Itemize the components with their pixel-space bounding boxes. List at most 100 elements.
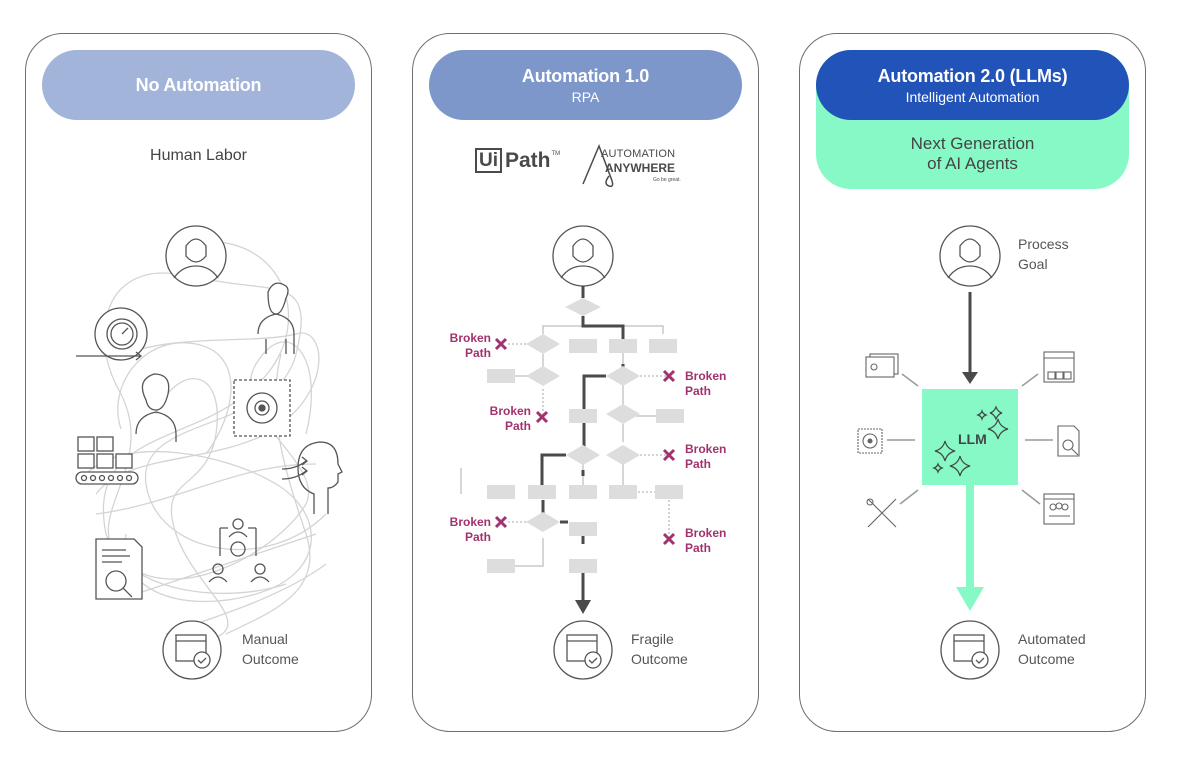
outcome-label: Automated Outcome bbox=[1018, 629, 1086, 669]
panel-title: Automation 1.0 bbox=[521, 65, 650, 86]
x-mark-icon bbox=[494, 515, 508, 529]
x-mark-icon bbox=[535, 410, 549, 424]
outcome-label-line2: Outcome bbox=[1018, 651, 1075, 667]
calendar-check-icon bbox=[162, 620, 222, 680]
gear-process-icon bbox=[233, 379, 291, 437]
goal-label: Process Goal bbox=[1018, 234, 1069, 274]
aa-logo-line2: ANYWHERE bbox=[605, 161, 676, 175]
tools-icon bbox=[866, 498, 897, 528]
header-no-automation: No Automation bbox=[42, 50, 355, 120]
sparkle-icons bbox=[932, 405, 1009, 477]
sparkle-icon bbox=[932, 462, 944, 474]
uipath-logo-box: Ui bbox=[475, 148, 502, 173]
tagline-line1: Next Generation bbox=[910, 134, 1035, 153]
broken-label-line1: Broken bbox=[449, 515, 491, 529]
outcome-label: Manual Outcome bbox=[242, 629, 299, 669]
gear-automation-icon bbox=[857, 428, 883, 454]
man-icon bbox=[257, 282, 295, 354]
person-circle-icon bbox=[165, 225, 227, 287]
panel-subtitle: RPA bbox=[571, 88, 600, 105]
arrow-head bbox=[575, 600, 591, 614]
team-approval-icon bbox=[208, 518, 270, 583]
process-node bbox=[569, 409, 597, 423]
tool-input-arrows bbox=[887, 373, 1053, 505]
broken-label-line1: Broken bbox=[489, 404, 531, 418]
tool-icons bbox=[857, 351, 1080, 528]
broken-label-line1: Broken bbox=[449, 331, 491, 345]
header-automation-2-title: Automation 2.0 (LLMs) Intelligent Automa… bbox=[816, 50, 1129, 120]
uipath-logo-text: Path bbox=[505, 148, 551, 172]
team-dashboard-icon bbox=[1043, 493, 1075, 525]
broken-path-markers bbox=[494, 337, 676, 546]
outcome-label-line1: Manual bbox=[242, 631, 288, 647]
head-decision-icon bbox=[281, 441, 343, 514]
uipath-logo: Ui Path TM bbox=[475, 148, 560, 173]
broken-label-line2: Path bbox=[464, 530, 491, 544]
process-node bbox=[609, 485, 637, 499]
aa-logo-line1: AUTOMATION bbox=[601, 148, 676, 160]
broken-label-line2: Path bbox=[685, 457, 712, 471]
goal-arrow-head bbox=[962, 372, 978, 384]
automation-anywhere-a-icon bbox=[582, 144, 614, 188]
decision-node bbox=[526, 366, 560, 386]
header-automation-2: Automation 2.0 (LLMs) Intelligent Automa… bbox=[816, 50, 1129, 189]
panel-description: Human Labor bbox=[150, 147, 247, 164]
uipath-logo-tm: TM bbox=[551, 151, 561, 157]
calendar-check-icon bbox=[940, 620, 1000, 680]
llm-agent-diagram bbox=[857, 225, 1080, 680]
panel-no-automation: No Automation Human Labor bbox=[25, 33, 372, 732]
next-gen-tagline: Next Generation of AI Agents bbox=[816, 134, 1129, 174]
llm-core-box bbox=[922, 389, 1018, 485]
broken-label-line1: Broken bbox=[685, 526, 727, 540]
llm-label: LLM bbox=[958, 431, 987, 447]
broken-label-line1: Broken bbox=[685, 369, 727, 383]
decision-nodes bbox=[526, 298, 640, 532]
tagline-line2: of AI Agents bbox=[927, 154, 1018, 173]
process-node bbox=[656, 409, 684, 423]
process-node bbox=[649, 339, 677, 353]
x-mark-icon bbox=[494, 337, 508, 351]
decision-node bbox=[566, 445, 600, 465]
panel-subtitle: Intelligent Automation bbox=[905, 88, 1040, 105]
header-automation-1: Automation 1.0 RPA bbox=[429, 50, 742, 120]
sparkle-icon bbox=[934, 440, 956, 462]
decision-node bbox=[526, 334, 560, 354]
panel-automation-2: Automation 2.0 (LLMs) Intelligent Automa… bbox=[799, 33, 1146, 732]
document-search-icon bbox=[1057, 425, 1080, 457]
x-mark-icon bbox=[662, 369, 676, 383]
web-page-icon bbox=[1043, 351, 1075, 383]
stopwatch-cycle-icon bbox=[76, 307, 148, 361]
process-node bbox=[528, 485, 556, 499]
x-mark-icon bbox=[662, 448, 676, 462]
x-mark-icon bbox=[662, 532, 676, 546]
success-path bbox=[540, 286, 625, 602]
sparkle-icon bbox=[987, 418, 1009, 440]
process-node bbox=[487, 485, 515, 499]
outcome-label: Fragile Outcome bbox=[631, 629, 688, 669]
decision-node bbox=[606, 404, 640, 424]
conveyor-boxes-icon bbox=[75, 436, 139, 485]
decision-node bbox=[526, 512, 560, 532]
rpa-flowchart bbox=[460, 225, 684, 680]
outcome-arrow-head bbox=[956, 587, 984, 611]
process-nodes bbox=[487, 339, 684, 573]
outcome-label-line2: Outcome bbox=[631, 651, 688, 667]
process-node bbox=[569, 339, 597, 353]
panel-automation-1: Automation 1.0 RPA Ui Path TM AUTOMATION… bbox=[412, 33, 759, 732]
person-circle-icon bbox=[939, 225, 1001, 287]
sparkle-icon bbox=[989, 405, 1003, 421]
process-node bbox=[487, 559, 515, 573]
broken-label-line2: Path bbox=[464, 346, 491, 360]
process-node bbox=[487, 369, 515, 383]
panel-title: No Automation bbox=[135, 74, 262, 95]
sparkle-icon bbox=[949, 455, 971, 477]
human-labor-illustration bbox=[75, 225, 343, 680]
broken-label-line2: Path bbox=[504, 419, 531, 433]
outcome-label-line1: Automated bbox=[1018, 631, 1086, 647]
decision-node bbox=[565, 298, 601, 316]
process-node bbox=[569, 559, 597, 573]
